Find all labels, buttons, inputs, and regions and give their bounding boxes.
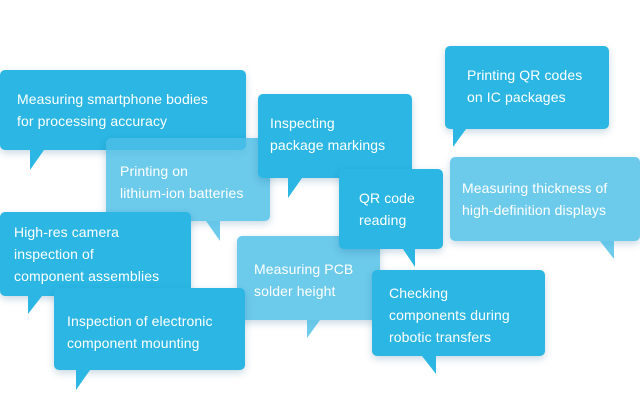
- bubble-tail: [28, 296, 42, 314]
- bubble-measuring-smartphone-bodies: Measuring smartphone bodies for processi…: [0, 70, 246, 170]
- bubble-label: Inspection of electronic component mount…: [67, 313, 213, 351]
- bubble-label: Checking components during robotic trans…: [389, 285, 510, 345]
- bubble-label: High-res camera inspection of component …: [14, 224, 160, 284]
- bubble-label: Printing QR codes on IC packages: [467, 67, 583, 105]
- bubble-inspecting-package-markings: Inspecting package markings: [258, 94, 412, 198]
- bubble-tail: [206, 221, 220, 241]
- bubble-tail: [422, 356, 436, 374]
- bubble-electronic-component-mounting: Inspection of electronic component mount…: [54, 288, 245, 390]
- bubble-measuring-pcb-solder: Measuring PCB solder height: [237, 236, 380, 338]
- bubble-tail: [30, 150, 44, 170]
- bubble-tail: [307, 320, 320, 338]
- bubble-checking-robotic-transfers: Checking components during robotic trans…: [372, 270, 545, 374]
- bubble-label: Inspecting package markings: [270, 115, 386, 153]
- bubble-printing-qr-codes: Printing QR codes on IC packages: [445, 46, 609, 147]
- bubble-tail: [453, 129, 466, 147]
- bubble-high-res-camera-inspection: High-res camera inspection of component …: [0, 212, 191, 314]
- bubble-label: Measuring smartphone bodies for processi…: [17, 91, 209, 129]
- bubble-label: Measuring thickness of high-definition d…: [462, 180, 608, 218]
- bubble-tail: [403, 249, 415, 267]
- bubble-label: Measuring PCB solder height: [254, 261, 354, 299]
- bubble-label: Printing on lithium-ion batteries: [120, 163, 244, 201]
- bubble-tail: [76, 370, 90, 390]
- bubble-qr-code-reading: QR code reading: [339, 169, 443, 267]
- bubble-printing-lithium-batteries: Printing on lithium-ion batteries: [106, 138, 270, 241]
- bubble-measuring-display-thickness: Measuring thickness of high-definition d…: [450, 157, 640, 259]
- bubble-label: QR code reading: [359, 190, 415, 228]
- bubble-tail: [288, 178, 302, 198]
- bubble-tail: [600, 241, 614, 259]
